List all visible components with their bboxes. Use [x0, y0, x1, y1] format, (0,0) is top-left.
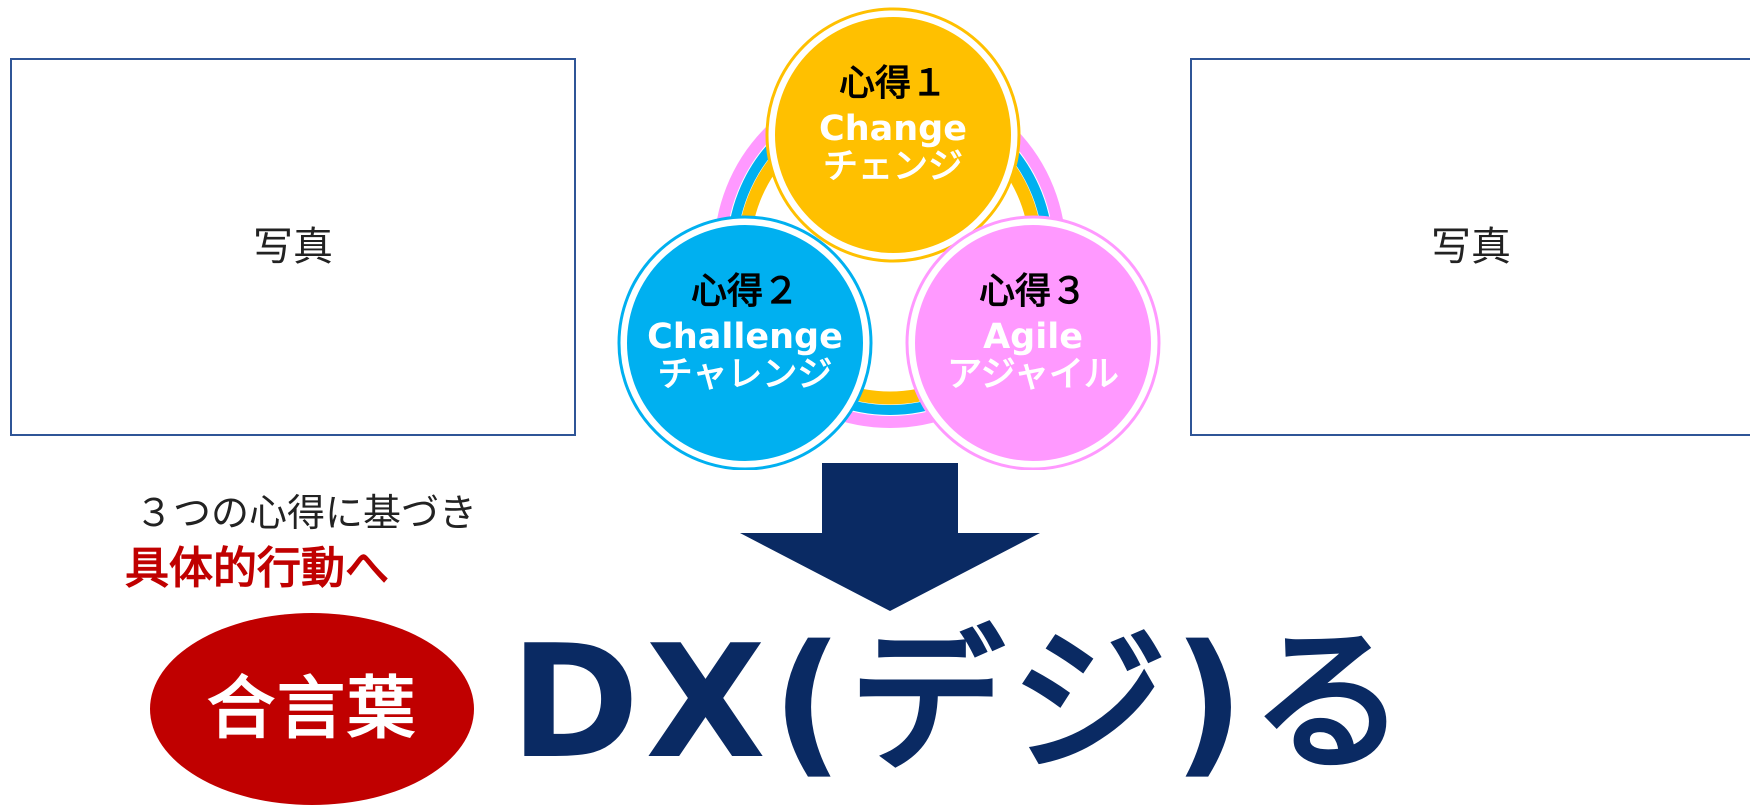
- three-principles-diagram: [617, 7, 1161, 470]
- down-arrow-icon: [740, 463, 1040, 611]
- caption-subtitle: ３つの心得に基づき: [135, 491, 478, 535]
- circle-1-en: Change: [819, 109, 967, 149]
- caption-emphasis: 具体的行動へ: [125, 543, 389, 594]
- badge-aikotoba: 合言葉: [150, 613, 474, 805]
- circle-3-ja: アジャイル: [947, 355, 1119, 395]
- photo-label: 写真: [1431, 224, 1511, 270]
- photo-label: 写真: [253, 224, 333, 270]
- photo-placeholder-left: 写真: [10, 58, 576, 436]
- circle-1-text: 心得１ Change チェンジ: [793, 62, 993, 186]
- circle-1: [775, 17, 1011, 253]
- circle-1-title: 心得１: [838, 63, 947, 104]
- circle-2-text: 心得２ Challenge チャレンジ: [625, 270, 865, 394]
- circle-1-ja: チェンジ: [822, 147, 963, 187]
- circle-3-title: 心得３: [978, 271, 1087, 312]
- circle-2-title: 心得２: [690, 271, 799, 312]
- slogan-text: DX(デジ)る: [510, 611, 1413, 793]
- circle-3: [915, 225, 1151, 461]
- circle-3-en: Agile: [983, 317, 1083, 357]
- circle-2-ja: チャレンジ: [657, 355, 833, 395]
- circle-2-en: Challenge: [647, 317, 843, 357]
- circle-2: [627, 225, 863, 461]
- circle-3-text: 心得３ Agile アジャイル: [913, 270, 1153, 394]
- photo-placeholder-right: 写真: [1190, 58, 1750, 436]
- badge-label: 合言葉: [206, 670, 417, 749]
